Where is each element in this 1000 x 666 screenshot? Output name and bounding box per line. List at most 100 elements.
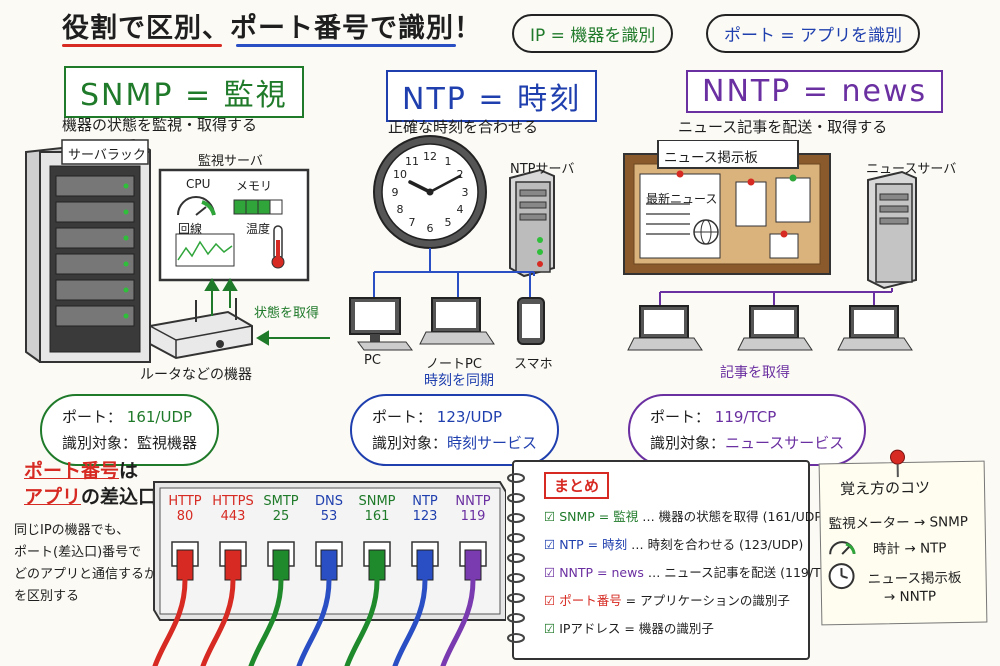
clock-icon: [373, 135, 487, 249]
ntp-port-value: 123/UDP: [436, 408, 503, 426]
snmp-port-key: ポート：: [62, 408, 123, 426]
port-note-line: を区別する: [14, 589, 80, 604]
snmp-port-value: 161/UDP: [126, 408, 193, 426]
snmp-heading: SNMP = 監視: [64, 66, 304, 118]
rack-label: サーバラック: [68, 148, 146, 163]
cable-http: [152, 577, 188, 666]
port-pill: ポート = アプリを識別: [706, 14, 921, 53]
port-note-head2: は: [119, 460, 139, 482]
smartphone-icon: [517, 297, 545, 345]
tips-row-2: 時計 → NTP: [872, 540, 947, 558]
nntp-port-value: 119/TCP: [714, 408, 777, 426]
client-laptop-1-icon: [627, 305, 703, 351]
svg-text:12: 12: [423, 150, 437, 163]
tips-row-1: 監視メーター → SNMP: [828, 513, 969, 533]
summary-item: ☑ SNMP = 監視 … 機器の状態を取得 (161/UDP): [544, 509, 827, 524]
ntp-port-key: ポート：: [372, 408, 433, 426]
title-underline-blue: [236, 44, 456, 47]
pc-icon: [349, 297, 413, 351]
line-label: 回線: [178, 222, 203, 236]
cable-nntp: [440, 577, 476, 666]
board-label: ニュース掲示板: [664, 150, 758, 166]
monitor-server-icon: [158, 168, 310, 282]
svg-text:1: 1: [445, 155, 452, 168]
cable-plug-smtp: [272, 549, 290, 581]
svg-text:4: 4: [457, 203, 464, 216]
notebook-rings: [507, 473, 525, 643]
nntp-port-key: ポート：: [650, 408, 711, 426]
ntp-server-icon: [509, 168, 555, 278]
cpu-label: CPU: [186, 177, 211, 191]
laptop-label: ノートPC: [426, 357, 482, 372]
port-note-heading: ポート番号は アプリの差込口！: [24, 458, 176, 510]
router-label: ルータなどの機器: [140, 367, 252, 383]
client-laptop-2-icon: [737, 305, 813, 351]
monitor-label: 監視サーバ: [198, 154, 263, 169]
snmp-target-key: 識別対象：: [62, 434, 138, 452]
cable-smtp: [248, 577, 284, 666]
ntp-subtitle: 正確な時刻を合わせる: [388, 118, 539, 136]
tips-title: 覚え方のコツ: [839, 478, 931, 499]
summary-item: ☑ IPアドレス = 機器の識別子: [544, 621, 714, 636]
port-note-line: 同じIPの機器でも、: [14, 523, 130, 538]
nntp-target-value: ニュースサービス: [725, 434, 845, 452]
svg-text:11: 11: [405, 155, 419, 168]
ntp-target-key: 識別対象：: [372, 434, 448, 452]
tips-row-3a: ニュース掲示板: [867, 569, 962, 588]
pushpin-icon: [889, 449, 905, 478]
nntp-target-key: 識別対象：: [650, 434, 726, 452]
snmp-port-cloud: ポート： 161/UDP 識別対象：監視機器: [40, 394, 220, 466]
ntp-server-label: NTPサーバ: [510, 162, 575, 177]
cable-plug-http: [176, 549, 194, 581]
summary-title: まとめ: [544, 472, 610, 499]
sync-label: 時刻を同期: [424, 373, 494, 389]
cable-plug-https: [224, 549, 242, 581]
temp-label: 温度: [246, 222, 271, 236]
port-note-line: どのアプリと通信するか: [14, 567, 158, 582]
cable-ntp: [392, 577, 428, 666]
page-title: 役割で区別、ポート番号で識別！: [62, 13, 482, 44]
cable-snmp: [344, 577, 380, 666]
latest-news-label: 最新ニュース: [646, 192, 718, 206]
cable-https: [200, 577, 236, 666]
meter-icon: [829, 541, 856, 555]
nntp-port-cloud: ポート： 119/TCP 識別対象：ニュースサービス: [628, 394, 867, 466]
pc-label: PC: [364, 353, 381, 368]
svg-text:2: 2: [457, 168, 464, 181]
ntp-port-cloud: ポート： 123/UDP 識別対象：時刻サービス: [350, 394, 560, 466]
summary-notebook: まとめ ☑ SNMP = 監視 … 機器の状態を取得 (161/UDP) ☑ N…: [507, 460, 841, 660]
port-note-head4: の差込口！: [81, 486, 177, 508]
state-label: 状態を取得: [254, 306, 320, 321]
tips-row-3b: → NNTP: [883, 588, 937, 606]
svg-text:9: 9: [392, 186, 399, 199]
title-underline-red: [62, 44, 222, 47]
phone-label: スマホ: [514, 357, 553, 372]
summary-item: ☑ ポート番号 = アプリケーションの識別子: [544, 593, 790, 608]
ntp-target-value: 時刻サービス: [447, 434, 538, 452]
nntp-illustration: [623, 140, 917, 351]
svg-text:8: 8: [397, 203, 404, 216]
nntp-subtitle: ニュース記事を配送・取得する: [678, 118, 888, 136]
news-server-label: ニュースサーバ: [866, 162, 957, 177]
cable-plug-ntp: [416, 549, 434, 581]
snmp-subtitle: 機器の状態を監視・取得する: [62, 116, 258, 134]
summary-item: ☑ NTP = 時刻 … 時刻を合わせる (123/UDP): [544, 537, 804, 552]
svg-text:10: 10: [393, 168, 407, 181]
cable-plug-snmp: [368, 549, 386, 581]
port-panel: [152, 481, 506, 666]
news-server-icon: [867, 170, 917, 290]
svg-text:6: 6: [427, 222, 434, 235]
laptop-icon: [419, 297, 495, 345]
port-note-line: ポート(差込口)番号で: [14, 545, 142, 560]
svg-text:3: 3: [462, 186, 469, 199]
ntp-heading: NTP = 時刻: [386, 70, 598, 122]
summary-item: ☑ NNTP = news … ニュース記事を配送 (119/TCP): [544, 565, 842, 580]
